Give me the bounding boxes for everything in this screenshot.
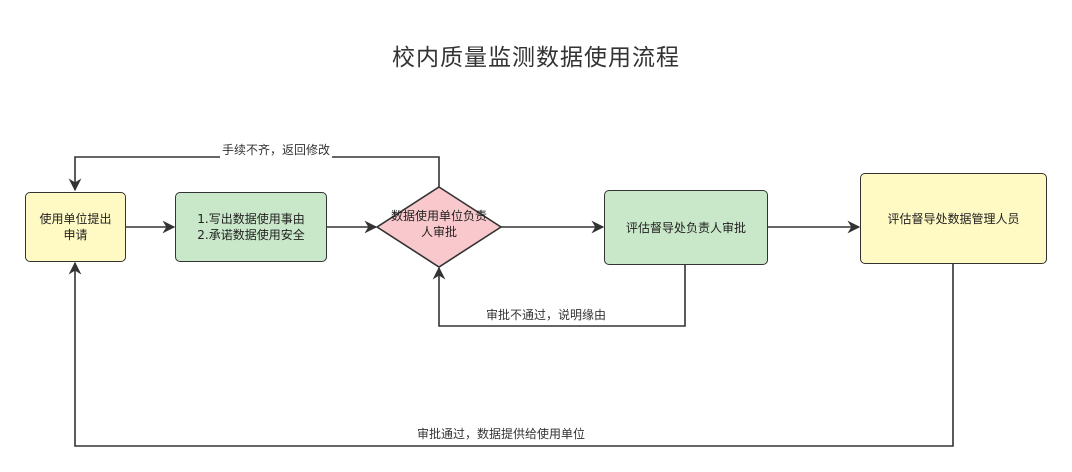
arrow-return-approved [68,261,954,447]
node-write-reason-label: 1.写出数据使用事由 2.承诺数据使用安全 [197,212,305,242]
arrow-return-rejected [432,264,686,327]
node-write-reason[interactable]: 1.写出数据使用事由 2.承诺数据使用安全 [175,192,327,262]
node-data-admin[interactable]: 评估督导处数据管理人员 [860,173,1047,264]
arrow-return-incomplete [68,156,440,192]
node-office-approval[interactable]: 评估督导处负责人审批 [604,190,768,265]
node-office-approval-label: 评估督导处负责人审批 [625,220,746,235]
node-apply[interactable]: 使用单位提出 申请 [25,192,126,262]
page-title: 校内质量监测数据使用流程 [392,45,680,71]
node-data-admin-label: 评估督导处数据管理人员 [887,211,1020,226]
node-unit-approval-label: 数据使用单位负责 人审批 [390,209,487,239]
edge-label-rejected: 审批不通过，说明缘由 [484,306,609,323]
edge-label-approved: 审批通过，数据提供给使用单位 [415,425,588,442]
edge-label-incomplete: 手续不齐，返回修改 [220,141,333,158]
node-apply-label: 使用单位提出 申请 [39,212,112,242]
